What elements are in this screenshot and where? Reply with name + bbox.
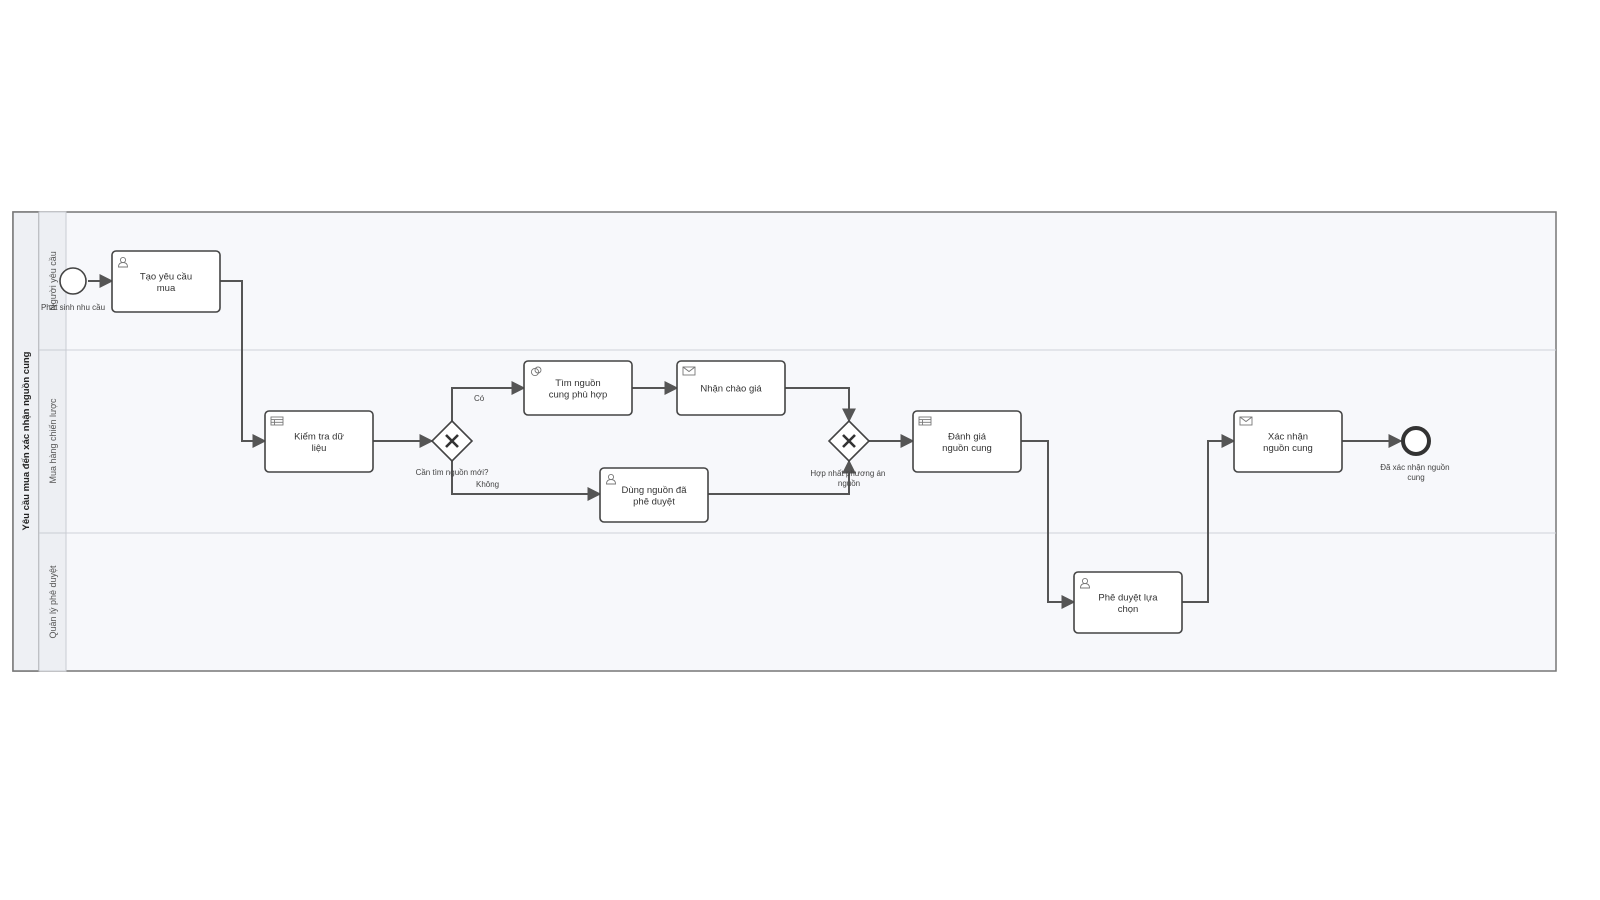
- end-event-label-line-1: Đã xác nhận nguồn: [1380, 463, 1449, 472]
- pool-title: Yêu cầu mua đến xác nhận nguồn cung: [21, 351, 32, 530]
- flow-receive-quote-to-merge[interactable]: [785, 387, 856, 423]
- gateway-split[interactable]: [430, 419, 474, 463]
- task-label: Phê duyệt lựa: [1098, 592, 1158, 603]
- start-event[interactable]: [59, 267, 87, 295]
- flow-label-no: Không: [476, 480, 499, 489]
- task-receive[interactable]: Nhận chào giá: [676, 360, 786, 416]
- gateway-merge-label: Hợp nhất phương án nguồn: [810, 469, 887, 488]
- task-label: Nhận chào giá: [700, 384, 762, 395]
- task-label: Tìm nguồn: [555, 378, 600, 389]
- task-label: Xác nhận: [1268, 431, 1308, 442]
- business-rule-icon: [270, 416, 284, 426]
- flow-split-no-to-use-approved[interactable]: [451, 461, 602, 501]
- task-label: nguồn cung: [942, 443, 992, 454]
- lane-strategic-purchasing: Mua hàng chiến lược: [38, 349, 1556, 534]
- task-label: Tạo yêu cầu: [140, 271, 192, 282]
- exclusive-x-icon: [842, 434, 856, 448]
- gateway-split-label: Cần tìm nguồn mới?: [416, 468, 489, 477]
- gateway-merge-label-line-1: Hợp nhất phương án: [810, 469, 885, 478]
- task-label: Dùng nguồn đã: [622, 485, 688, 496]
- user-task-icon: [1080, 577, 1090, 589]
- exclusive-x-icon: [445, 434, 459, 448]
- business-rule-icon: [918, 416, 932, 426]
- envelope-icon: [682, 366, 696, 376]
- task-label: cung phù hợp: [549, 389, 608, 400]
- gateway-merge[interactable]: [827, 419, 871, 463]
- user-task-icon: [118, 256, 128, 268]
- task-label: phê duyệt: [633, 496, 675, 507]
- flow-evaluate-to-approve[interactable]: [1021, 440, 1076, 609]
- lane-label-requester: Người yêu cầu: [48, 251, 58, 310]
- start-event-label: Phát sinh nhu cầu: [41, 303, 105, 312]
- gateway-merge-label-line-2: nguồn: [838, 479, 860, 488]
- end-event[interactable]: [1401, 426, 1431, 456]
- lane-label-approval-manager: Quản lý phê duyệt: [48, 565, 58, 639]
- task-label: nguồn cung: [1263, 443, 1313, 454]
- end-event-label: Đã xác nhận nguồn cung: [1380, 463, 1452, 482]
- filled-envelope-icon: [1239, 416, 1253, 426]
- lane-label-strategic-purchasing: Mua hàng chiến lược: [48, 398, 58, 483]
- user-task-icon: [606, 473, 616, 485]
- task-label: Đánh giá: [948, 431, 987, 442]
- flow-split-yes-to-find-source[interactable]: [451, 381, 526, 421]
- gear-icon: [530, 366, 542, 377]
- flow-create-request-to-check-data[interactable]: [220, 280, 267, 448]
- task-label: mua: [157, 283, 176, 294]
- lane-approval-manager: Quản lý phê duyệt: [38, 532, 67, 672]
- end-event-label-line-2: cung: [1407, 473, 1424, 482]
- flow-use-approved-to-merge[interactable]: [708, 459, 856, 495]
- task-label: chọn: [1118, 604, 1139, 615]
- task-label: liệu: [312, 443, 327, 454]
- flow-label-yes: Có: [474, 394, 485, 403]
- task-label: Kiểm tra dữ: [294, 431, 344, 442]
- sequence-flows: [88, 274, 1403, 609]
- flow-approve-to-confirm[interactable]: [1182, 434, 1236, 603]
